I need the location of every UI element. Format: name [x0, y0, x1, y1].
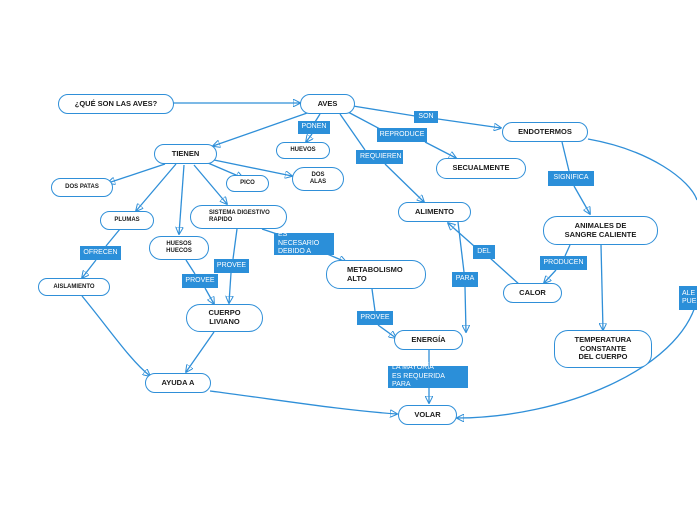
node-ayuda-a[interactable]: AYUDA A [145, 373, 211, 393]
node-dos-alas[interactable]: DOS ALAS [292, 167, 344, 191]
node-que-son-las-aves[interactable]: ¿QUÉ SON LAS AVES? [58, 94, 174, 114]
label-requieren[interactable]: REQUIEREN [356, 150, 403, 164]
node-endotermos[interactable]: ENDOTERMOS [502, 122, 588, 142]
label-ofrecen[interactable]: OFRECEN [80, 246, 121, 260]
label-provee-digestivo[interactable]: PROVEE [214, 259, 249, 273]
node-huevos[interactable]: HUEVOS [276, 142, 330, 159]
node-pico[interactable]: PICO [226, 175, 269, 192]
node-aves[interactable]: AVES [300, 94, 355, 114]
node-alimento[interactable]: ALIMENTO [398, 202, 471, 222]
node-aislamiento[interactable]: AISLAMIENTO [38, 278, 110, 296]
label-ponen[interactable]: PONEN [298, 121, 330, 134]
label-significa[interactable]: SIGNIFICA [548, 171, 594, 186]
node-cuerpo-liviano[interactable]: CUERPO LIVIANO [186, 304, 263, 332]
node-calor[interactable]: CALOR [503, 283, 562, 303]
node-temperatura-constante[interactable]: TEMPERATURA CONSTANTE DEL CUERPO [554, 330, 652, 368]
label-producen[interactable]: PRODUCEN [540, 256, 587, 270]
node-secualmente[interactable]: SECUALMENTE [436, 158, 526, 179]
label-edge-cut[interactable]: ALE PUE [679, 286, 697, 310]
node-dos-patas[interactable]: DOS PATAS [51, 178, 113, 197]
node-energia[interactable]: ENERGÍA [394, 330, 463, 350]
node-sistema-digestivo[interactable]: SISTEMA DIGESTIVO RAPIDO [190, 205, 287, 229]
label-la-mayoria[interactable]: LA MAYORÍA ES REQUERIDA PARA [388, 364, 468, 388]
node-huesos-huecos[interactable]: HUESOS HUECOS [149, 236, 209, 260]
label-del[interactable]: DEL [473, 245, 495, 259]
node-plumas[interactable]: PLUMAS [100, 211, 154, 230]
label-es-necesario[interactable]: ES NECESARIO DEBIDO A [274, 231, 334, 255]
node-tienen[interactable]: TIENEN [154, 144, 217, 164]
label-son[interactable]: SON [414, 111, 438, 123]
label-provee-metabolismo[interactable]: PROVEE [357, 311, 393, 325]
node-animales-sangre-caliente[interactable]: ANIMALES DE SANGRE CALIENTE [543, 216, 658, 245]
label-para[interactable]: PARA [452, 272, 478, 287]
label-provee-huesos[interactable]: PROVEE [182, 274, 218, 288]
node-metabolismo-alto[interactable]: METABOLISMO ALTO [326, 260, 426, 289]
label-reproduce[interactable]: REPRODUCE [377, 128, 427, 142]
node-volar[interactable]: VOLAR [398, 405, 457, 425]
